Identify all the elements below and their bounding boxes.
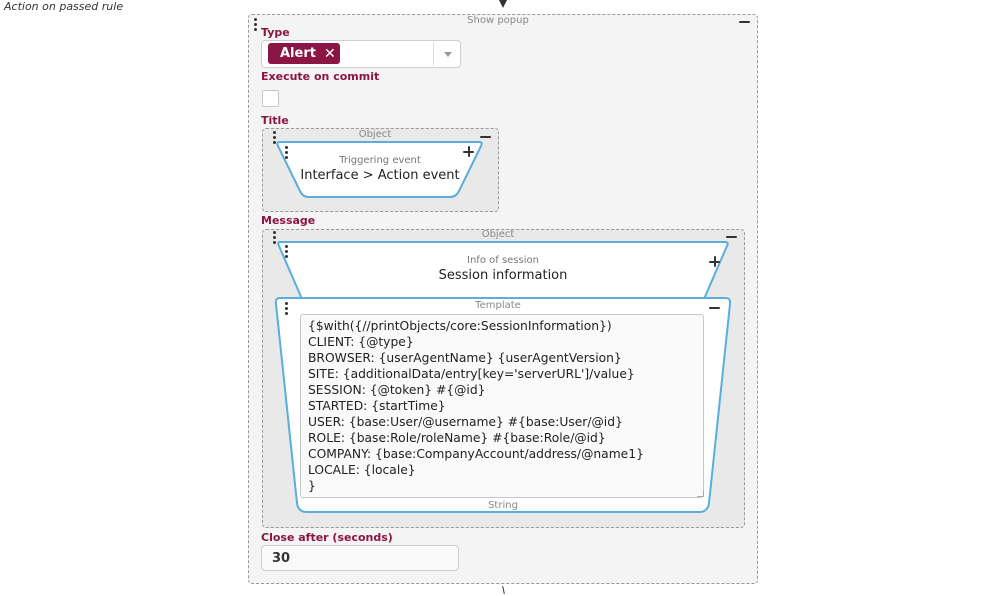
show-popup-drag-handle-icon[interactable] <box>253 18 257 31</box>
title-label: Title <box>261 114 289 127</box>
session-node-value: Session information <box>438 268 568 283</box>
type-chip-alert: Alert ✕ <box>268 43 340 64</box>
message-object-drag-handle-icon[interactable] <box>272 231 276 244</box>
title-node-caption: Triggering event <box>339 155 421 166</box>
title-node-shape[interactable] <box>276 141 484 199</box>
message-label: Message <box>261 214 316 227</box>
session-node-drag-handle-icon[interactable] <box>284 245 288 258</box>
show-popup-header: Show popup <box>467 15 529 26</box>
template-textarea[interactable]: {$with({//printObjects/core:SessionInfor… <box>300 314 704 498</box>
template-node-header: Template <box>475 300 521 311</box>
title-node-add-button[interactable] <box>463 146 474 157</box>
execute-on-commit-checkbox[interactable] <box>262 90 279 107</box>
template-node-collapse-button[interactable] <box>709 307 720 309</box>
title-object-collapse-button[interactable] <box>480 136 491 138</box>
resize-handle-icon[interactable] <box>697 490 704 497</box>
close-icon[interactable]: ✕ <box>323 45 336 62</box>
session-node-add-button[interactable] <box>709 256 720 267</box>
rule-caption: Action on passed rule <box>4 0 124 13</box>
connector-arrow-icon <box>499 0 507 8</box>
template-node-drag-handle-icon[interactable] <box>284 302 288 315</box>
message-object-header: Object <box>481 229 515 240</box>
chevron-down-icon[interactable] <box>444 52 452 57</box>
title-object-drag-handle-icon[interactable] <box>272 131 276 144</box>
title-node-drag-handle-icon[interactable] <box>284 146 288 159</box>
type-label: Type <box>261 26 290 39</box>
template-node-footer: String <box>488 500 518 511</box>
select-divider <box>433 42 434 66</box>
title-node-value: Interface > Action event <box>300 168 460 183</box>
close-after-label: Close after (seconds) <box>261 531 393 544</box>
message-object-collapse-button[interactable] <box>726 236 737 238</box>
session-node-caption: Info of session <box>467 255 539 266</box>
close-after-input[interactable]: 30 <box>261 545 459 571</box>
type-chip-label: Alert <box>280 46 316 61</box>
execute-on-commit-label: Execute on commit <box>261 70 380 83</box>
title-object-header: Object <box>358 129 392 140</box>
show-popup-collapse-button[interactable] <box>739 21 750 23</box>
connector-line-bottom <box>502 585 505 595</box>
